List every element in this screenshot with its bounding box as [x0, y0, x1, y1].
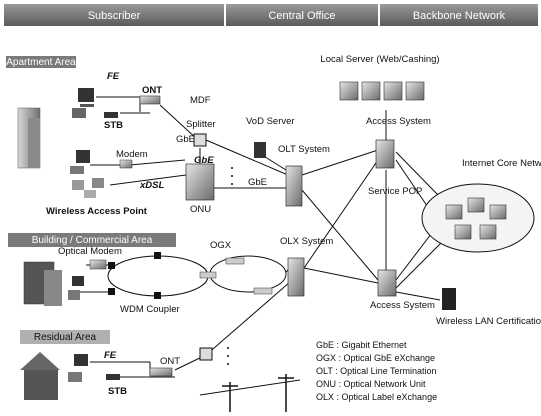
olx-system-icon	[287, 257, 305, 297]
vod-server-icon	[254, 142, 266, 158]
xdsl-label: xDSL	[139, 180, 164, 191]
onu-label: ONU	[190, 204, 211, 215]
commercial-pcs-icon	[68, 276, 84, 300]
ogx-label: OGX	[210, 240, 232, 251]
gbe-label-2: GbE	[194, 155, 214, 166]
area-apartment-bg	[6, 56, 76, 68]
onu-dots	[231, 167, 233, 185]
olt-system-icon	[285, 165, 303, 207]
splitter-label: Splitter	[186, 119, 216, 130]
residual-house-icon	[20, 352, 60, 400]
modem-label: Modem	[116, 149, 148, 160]
local-server-label: Local Server (Web/Cashing)	[320, 54, 439, 65]
legend-item-ogx: OGX : Optical GbE eXchange	[316, 353, 435, 363]
vod-server-label-text: VoD Server	[246, 116, 295, 127]
residual-dots	[227, 347, 229, 365]
wireless-ap-label: Wireless Access Point	[46, 206, 148, 217]
wdm-coupler-label: WDM Coupler	[120, 304, 180, 315]
wdm-coupler-icon	[199, 271, 217, 279]
access-system-top-icon	[375, 139, 395, 169]
optical-modem-icon	[89, 259, 107, 270]
header-backbone: Backbone Network	[413, 10, 506, 22]
ont-top-label: ONT	[142, 85, 162, 96]
ont-top-icon	[139, 95, 161, 105]
local-server-icons	[339, 81, 425, 101]
olx-system-label: OLX System	[280, 236, 333, 247]
service-pop-label: Service POP	[368, 186, 422, 197]
wireless-lan-label: Wireless LAN Certification Server	[436, 316, 541, 327]
access-system-top-label: Access System	[366, 116, 431, 127]
modem-icon	[119, 159, 133, 169]
residual-pc-icon	[68, 354, 88, 382]
apartment-building-icon	[17, 107, 41, 169]
vod-server-label: VoD Server	[246, 116, 295, 127]
mdf-label: MDF	[190, 95, 211, 106]
legend-item-gbe: GbE : Gigabit Ethernet	[316, 340, 407, 350]
area-apartment: Apartment Area	[6, 57, 76, 68]
header-backbone-bar	[380, 4, 538, 26]
header-subscriber-bar	[4, 4, 224, 26]
ont-bottom-icon	[149, 367, 173, 377]
wireless-lan-server-icon	[442, 288, 456, 310]
onu-icon	[185, 163, 215, 201]
apartment-pc-icon	[72, 88, 94, 118]
legend-item-olt: OLT : Optical Line Termination	[316, 366, 437, 376]
fe-top-label: FE	[107, 71, 120, 82]
legend: GbE : Gigabit Ethernet OGX : Optical GbE…	[316, 340, 437, 402]
access-system-bottom-label: Access System	[370, 300, 435, 311]
commercial-building-icon	[23, 261, 62, 306]
stb-top-label: STB	[104, 120, 123, 131]
ogx-device-icon	[225, 257, 245, 265]
legend-item-onu: ONU : Optical Network Unit	[316, 379, 426, 389]
stb-bottom-icon	[106, 374, 120, 380]
stb-bottom-label: STB	[108, 386, 127, 397]
area-building: Building / Commercial Area	[32, 235, 153, 246]
header-central-office-bar	[226, 4, 378, 26]
utility-pole-icons	[222, 374, 294, 412]
splitter-icon	[193, 133, 207, 147]
gbe-label-3: GbE	[248, 177, 267, 188]
fe-bottom-label: FE	[104, 350, 117, 361]
olt-system-label: OLT System	[278, 144, 330, 155]
internet-core-label: Internet Core Network	[462, 158, 541, 169]
stb-top-icon	[104, 112, 118, 118]
area-residual-bg	[20, 330, 110, 344]
wireless-laptop-icon	[72, 178, 104, 198]
ogx-device-2-icon	[253, 287, 273, 295]
access-system-bottom-icon	[377, 269, 397, 297]
gbe-label-1: GbE	[176, 134, 195, 145]
legend-item-olx: OLX : Optical Label eXchange	[316, 392, 437, 402]
area-building-bg	[8, 233, 176, 247]
modem-pc-icon	[70, 150, 90, 174]
residual-splitter-icon	[199, 347, 213, 361]
ont-bottom-label: ONT	[160, 356, 180, 367]
wdm-ring-nodes	[108, 252, 161, 299]
header-central-office: Central Office	[268, 10, 335, 22]
optical-modem-label: Optical Modem	[58, 246, 122, 257]
area-residual: Residual Area	[34, 332, 97, 343]
header-subscriber: Subscriber	[88, 10, 141, 22]
internet-cloud-icon	[421, 183, 535, 253]
